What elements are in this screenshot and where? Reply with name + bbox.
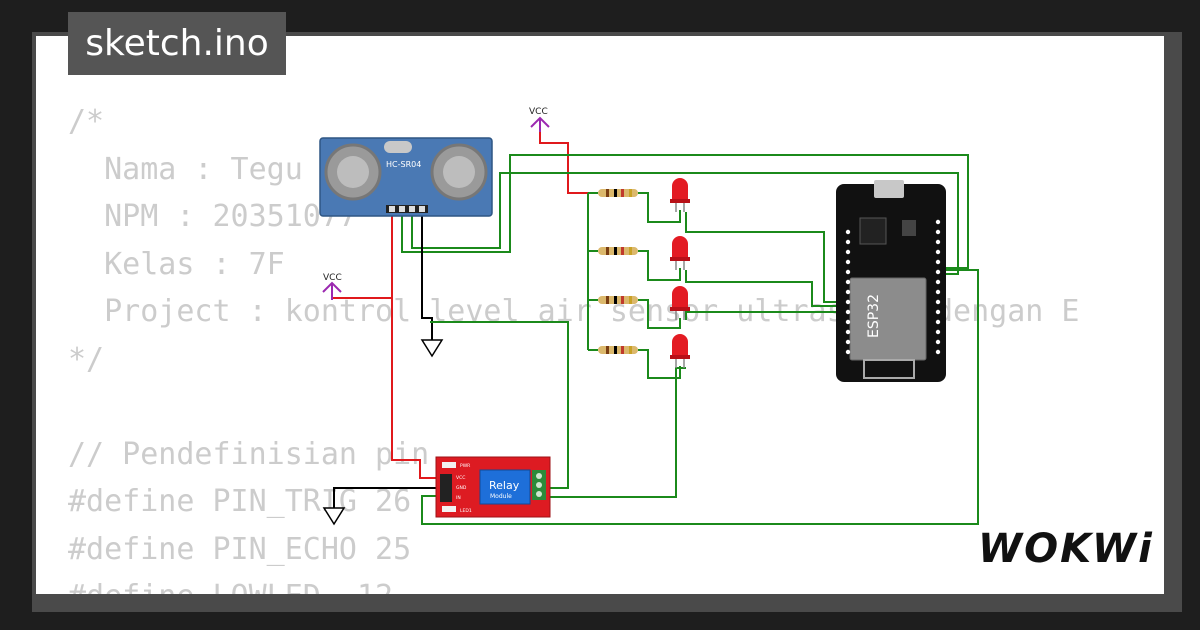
resistors	[598, 189, 638, 354]
relay-subtitle: Module	[490, 493, 512, 500]
wire-vcc2	[332, 297, 440, 479]
wire-r2-led2	[638, 250, 681, 281]
vcc-label-left: VCC	[323, 273, 342, 283]
ground-symbol-sensor	[420, 339, 444, 358]
wire-led2-esp	[685, 270, 848, 307]
code-line: /*	[68, 104, 105, 139]
relay-in-pin: IN	[456, 495, 461, 501]
code-line: */	[68, 341, 105, 377]
ultrasonic-sensor: HC-SR04	[319, 137, 493, 217]
relay-module: Relay Module PWR LED1 VCC GND IN	[435, 456, 551, 518]
wire-led1-esp	[685, 212, 848, 303]
vcc-symbol-top: VCC	[529, 107, 550, 132]
relay-gnd-pin: GND	[456, 485, 467, 491]
resistor-4	[598, 346, 638, 354]
wires	[332, 130, 979, 525]
code-line: Kelas : 7F	[68, 246, 285, 282]
wire-echo-esp	[411, 172, 959, 275]
wire-r1-led1	[638, 192, 681, 223]
led-3	[670, 286, 690, 320]
resistor-3	[598, 296, 638, 304]
led-2	[670, 236, 690, 270]
code-line: #define LOWLED 12	[68, 573, 1079, 594]
wire-r3-led3	[638, 299, 681, 329]
wire-relay-gnd	[333, 487, 440, 508]
wire-relay-signal	[430, 321, 569, 489]
wire-sensor-gnd	[421, 212, 433, 340]
editor-canvas: /* Nama : Tegu NPM : 20351077 Kelas : 7F…	[36, 36, 1164, 594]
vcc-symbol-left: VCC	[322, 273, 342, 300]
code-line: #define PIN_ECHO 25	[68, 531, 412, 567]
code-line: #define PIN_TRIG 26	[68, 484, 412, 519]
code-line: Nama : Tegu	[68, 151, 303, 187]
resistor-2	[598, 247, 638, 255]
wire-led3-esp	[685, 311, 848, 320]
leds	[670, 178, 690, 368]
esp32-label: ESP32	[866, 294, 882, 338]
wire-vcc-top	[539, 130, 588, 194]
relay-title: Relay	[489, 479, 520, 492]
led-4	[670, 334, 690, 368]
file-tab[interactable]: sketch.ino	[68, 12, 286, 75]
relay-led1-label: LED1	[460, 508, 472, 514]
esp32-board: ESP32	[836, 180, 946, 382]
ground-symbol-relay	[322, 507, 346, 526]
wire-r4-led4	[638, 349, 681, 379]
wire-trig-esp	[401, 154, 969, 269]
wire-relay-in-esp	[421, 269, 979, 525]
relay-pwr-label: PWR	[460, 463, 470, 469]
vcc-label-top: VCC	[529, 107, 548, 117]
relay-vcc-pin: VCC	[456, 475, 465, 481]
wokwi-logo: WOKWi	[978, 526, 1154, 572]
code-editor: /* Nama : Tegu NPM : 20351077 Kelas : 7F…	[68, 98, 1079, 594]
wire-led4-esp	[548, 367, 686, 498]
resistor-1	[598, 189, 638, 197]
sensor-model-label: HC-SR04	[386, 160, 421, 169]
led-1	[670, 178, 690, 212]
